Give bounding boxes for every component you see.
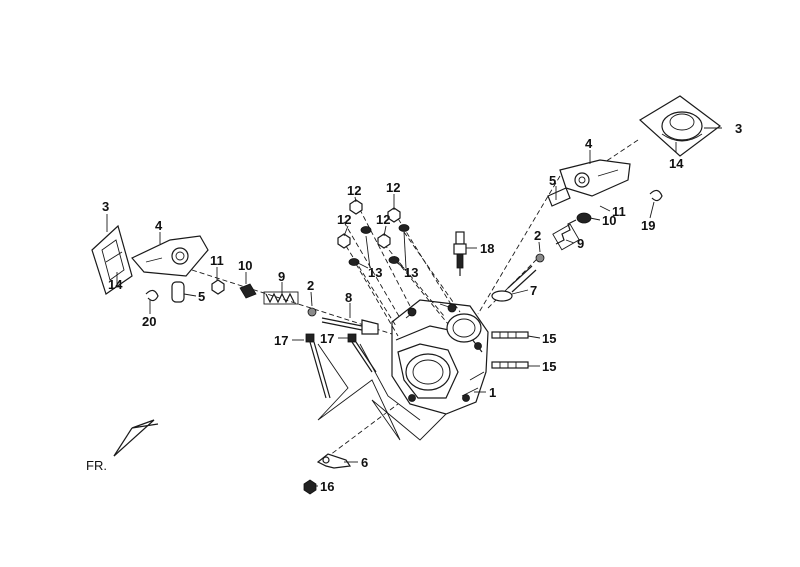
- label-14-right: 14: [669, 156, 684, 171]
- right-valve-cover: [638, 95, 721, 157]
- left-small-nut: [211, 279, 225, 295]
- spark-plug: [453, 231, 467, 276]
- label-17-right: 17: [320, 331, 334, 346]
- label-15-bottom: 15: [542, 359, 556, 374]
- label-5-left: 5: [198, 289, 205, 304]
- label-16: 16: [320, 479, 334, 494]
- label-17-left: 17: [274, 333, 288, 348]
- left-studs: [305, 333, 377, 399]
- leader-lines: [106, 127, 722, 487]
- label-19: 19: [641, 218, 655, 233]
- right-rocker-arm: [559, 159, 631, 197]
- intake-valve: [321, 317, 379, 335]
- label-14-left: 14: [108, 277, 123, 292]
- label-6: 6: [361, 455, 368, 470]
- left-rocker-arm: [131, 235, 209, 277]
- left-clip: [145, 289, 159, 302]
- left-valve-spring: [263, 291, 299, 305]
- right-valve-retainer: [576, 212, 592, 224]
- label-12-a: 12: [347, 183, 361, 198]
- left-rocker-shaft: [171, 281, 185, 303]
- exhaust-valve: [491, 265, 537, 302]
- label-12-d: 12: [376, 212, 390, 227]
- label-2-left: 2: [307, 278, 314, 293]
- label-8: 8: [345, 290, 352, 305]
- front-direction-marker: FR.: [86, 419, 159, 473]
- label-10-right: 10: [602, 213, 616, 228]
- label-13-left: 13: [368, 265, 382, 280]
- label-4-right: 4: [585, 136, 593, 151]
- label-3-left: 3: [102, 199, 109, 214]
- part-labels: 1 2 2 3 3 4 4 5 5 6 7 8 9 9 10 10 11 11 …: [102, 121, 742, 494]
- label-5-right: 5: [549, 173, 556, 188]
- cylinder-head: [391, 299, 489, 415]
- label-2-right: 2: [534, 228, 541, 243]
- label-11-right: 11: [612, 204, 626, 219]
- label-18: 18: [480, 241, 494, 256]
- right-rocker-shaft: [547, 187, 571, 207]
- left-spring-seat: [307, 307, 317, 317]
- label-11-left: 11: [210, 253, 224, 268]
- right-studs: [491, 331, 529, 369]
- right-spring-seat: [535, 253, 545, 263]
- label-1: 1: [489, 385, 496, 400]
- label-20: 20: [142, 314, 156, 329]
- label-15-top: 15: [542, 331, 556, 346]
- bracket: [316, 453, 352, 469]
- label-9-right: 9: [577, 236, 584, 251]
- front-label: FR.: [86, 458, 107, 473]
- right-valve-spring: [552, 219, 580, 251]
- left-valve-retainer: [239, 283, 257, 299]
- label-3-right: 3: [735, 121, 742, 136]
- right-clip: [649, 189, 663, 202]
- label-9-left: 9: [278, 269, 285, 284]
- label-10-left: 10: [238, 258, 252, 273]
- label-12-c: 12: [337, 212, 351, 227]
- left-valve-cover-plate: [91, 224, 133, 295]
- label-13-right: 13: [404, 265, 418, 280]
- label-12-b: 12: [386, 180, 400, 195]
- bolt: [303, 479, 317, 495]
- label-4-left: 4: [155, 218, 163, 233]
- label-7: 7: [530, 283, 537, 298]
- head-washers: [348, 224, 410, 266]
